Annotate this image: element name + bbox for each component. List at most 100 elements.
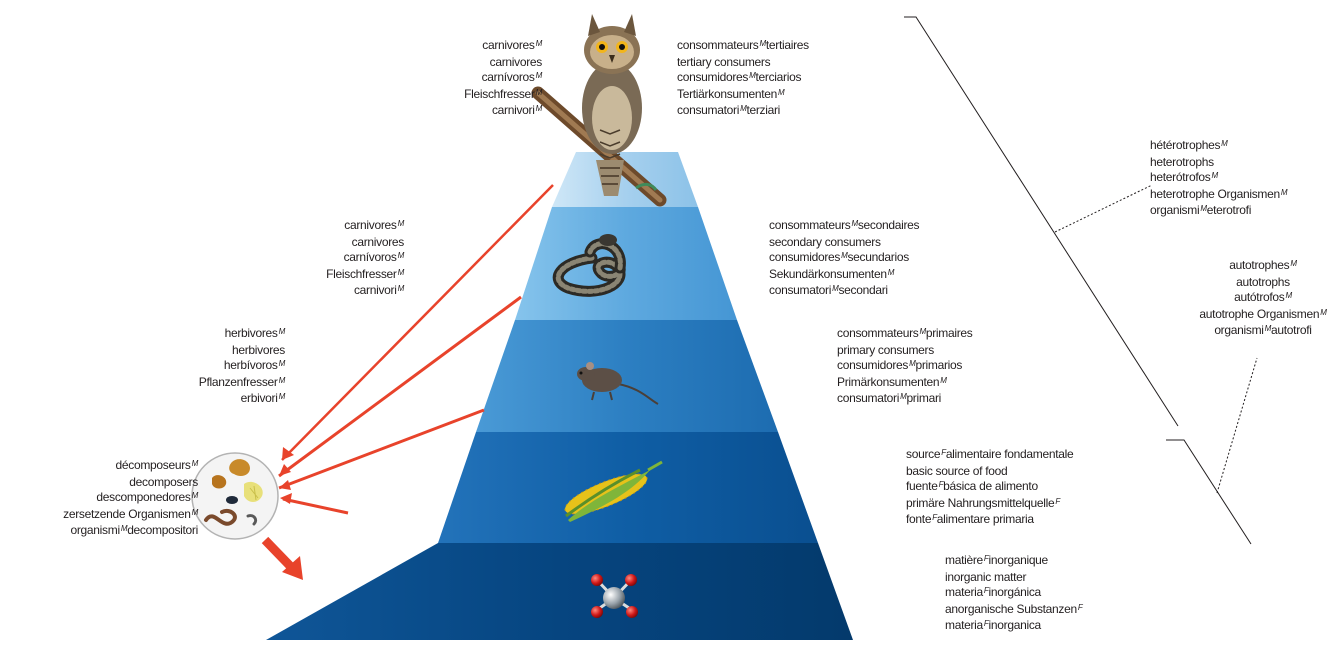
label-text: erbivori — [241, 391, 278, 405]
pyramid-level-tertiary — [552, 152, 698, 207]
label-line: consumatoriMsecondari — [769, 283, 919, 300]
label-text: secondary consumers — [769, 235, 881, 249]
label-text-suffix: eterotrofi — [1207, 203, 1251, 217]
arrow-from-food-source — [283, 499, 348, 513]
label-line: basic source of food — [906, 464, 1073, 480]
label-line: primäre NahrungsmittelquelleF — [906, 496, 1073, 513]
label-text: autotrophs — [1236, 275, 1290, 289]
label-text: autótrofos — [1234, 290, 1284, 304]
gender-marker: F — [941, 448, 946, 457]
gender-marker: M — [832, 284, 838, 293]
label-line: tertiary consumers — [677, 55, 809, 71]
label-text-suffix: alimentaire fondamentale — [946, 447, 1074, 461]
label-text-suffix: primaires — [926, 326, 973, 340]
label-text-suffix: autotrofi — [1271, 323, 1312, 337]
gender-marker: M — [192, 491, 198, 500]
label-line: herbivoresM — [199, 326, 285, 343]
label-line: PflanzenfresserM — [199, 375, 285, 392]
label-text-suffix: secondaires — [858, 218, 919, 232]
label-text-suffix: secondari — [838, 283, 887, 297]
label-text: consommateurs — [769, 218, 850, 232]
label-line: heterotrophe OrganismenM — [1150, 187, 1287, 204]
label-line: materiaFinorganica — [945, 618, 1082, 635]
label-text: zersetzende Organismen — [63, 507, 190, 521]
gender-marker: M — [1281, 188, 1287, 197]
label-text: herbivores — [225, 326, 278, 340]
label-text: tertiary consumers — [677, 55, 770, 69]
inorganic-label: matièreFinorganiqueinorganic mattermater… — [945, 553, 1082, 635]
label-line: matièreFinorganique — [945, 553, 1082, 570]
label-text: matière — [945, 553, 983, 567]
label-text: carnivores — [352, 235, 404, 249]
label-line: organismiMdecompositori — [63, 523, 198, 540]
label-line: anorganische SubstanzenF — [945, 602, 1082, 619]
label-line: carnivoresM — [326, 218, 404, 235]
label-text: Tertiärkonsumenten — [677, 87, 777, 101]
label-text-suffix: secundarios — [847, 250, 908, 264]
gender-marker: M — [279, 359, 285, 368]
label-line: descomponedoresM — [63, 490, 198, 507]
gender-marker: F — [984, 619, 989, 628]
gender-marker: M — [192, 508, 198, 517]
label-line: materiaFinorgánica — [945, 585, 1082, 602]
gender-marker: M — [398, 219, 404, 228]
gender-marker: M — [1200, 204, 1206, 213]
primary-left-label: herbivoresMherbivores herbívorosMPflanzen… — [199, 326, 285, 408]
label-text: Fleischfresser — [326, 267, 396, 281]
gender-marker: M — [1286, 291, 1292, 300]
gender-marker: M — [398, 284, 404, 293]
label-line: carnivoriM — [326, 283, 404, 300]
label-line: consommateursMtertiaires — [677, 38, 809, 55]
gender-marker: M — [1221, 139, 1227, 148]
label-line: décomposeursM — [63, 458, 198, 475]
gender-marker: M — [1265, 324, 1271, 333]
label-line: decomposers — [63, 475, 198, 491]
label-text: materia — [945, 618, 983, 632]
label-text: Sekundärkonsumenten — [769, 267, 887, 281]
gender-marker: M — [536, 88, 542, 97]
label-text-suffix: inorgánica — [989, 585, 1041, 599]
autotrophs-leader — [1217, 358, 1257, 493]
label-text-suffix: básica de alimento — [943, 479, 1038, 493]
pyramid-level-secondary — [515, 207, 737, 320]
label-line: erbivoriM — [199, 391, 285, 408]
heterotrophs-leader — [1055, 185, 1152, 232]
tertiary-left-label: carnivoresMcarnivorescarnívorosMFleischf… — [464, 38, 542, 120]
gender-marker: M — [909, 359, 915, 368]
label-text-suffix: primari — [906, 391, 941, 405]
label-text: carnivores — [482, 38, 534, 52]
decomposers-icon — [192, 453, 278, 539]
label-line: autotrophesM — [1186, 258, 1340, 275]
label-text-suffix: decompositori — [127, 523, 198, 537]
label-line: organismiMautotrofi — [1186, 323, 1340, 340]
label-text-suffix: tertiaires — [766, 38, 809, 52]
label-line: consommateursMprimaires — [837, 326, 973, 343]
gender-marker: F — [932, 513, 937, 522]
gender-marker: M — [749, 71, 755, 80]
label-text: Pflanzenfresser — [199, 375, 278, 389]
gender-marker: M — [778, 88, 784, 97]
label-line: organismiMeterotrofi — [1150, 203, 1287, 220]
autotrophs-bracket — [1166, 440, 1251, 544]
gender-marker: M — [1211, 171, 1217, 180]
secondary-right-label: consommateursMsecondaires secondary consu… — [769, 218, 919, 300]
gender-marker: M — [279, 392, 285, 401]
label-line: carnívorosM — [464, 70, 542, 87]
label-line: FleischfresserM — [464, 87, 542, 104]
label-line: autotrophs — [1186, 275, 1340, 291]
gender-marker: M — [192, 459, 198, 468]
label-text: consommateurs — [677, 38, 758, 52]
pyramid-level-inorganic — [266, 543, 853, 640]
gender-marker: F — [984, 554, 989, 563]
label-line: PrimärkonsumentenM — [837, 375, 973, 392]
label-line: sourceFalimentaire fondamentale — [906, 447, 1073, 464]
label-line: consumatoriMterziari — [677, 103, 809, 120]
label-line: herbívorosM — [199, 358, 285, 375]
label-line: consumidoresMsecundarios — [769, 250, 919, 267]
pyramid-level-primary — [476, 320, 778, 432]
label-text: organismi — [70, 523, 119, 537]
label-text-suffix: primarios — [915, 358, 962, 372]
gender-marker: M — [1290, 259, 1296, 268]
